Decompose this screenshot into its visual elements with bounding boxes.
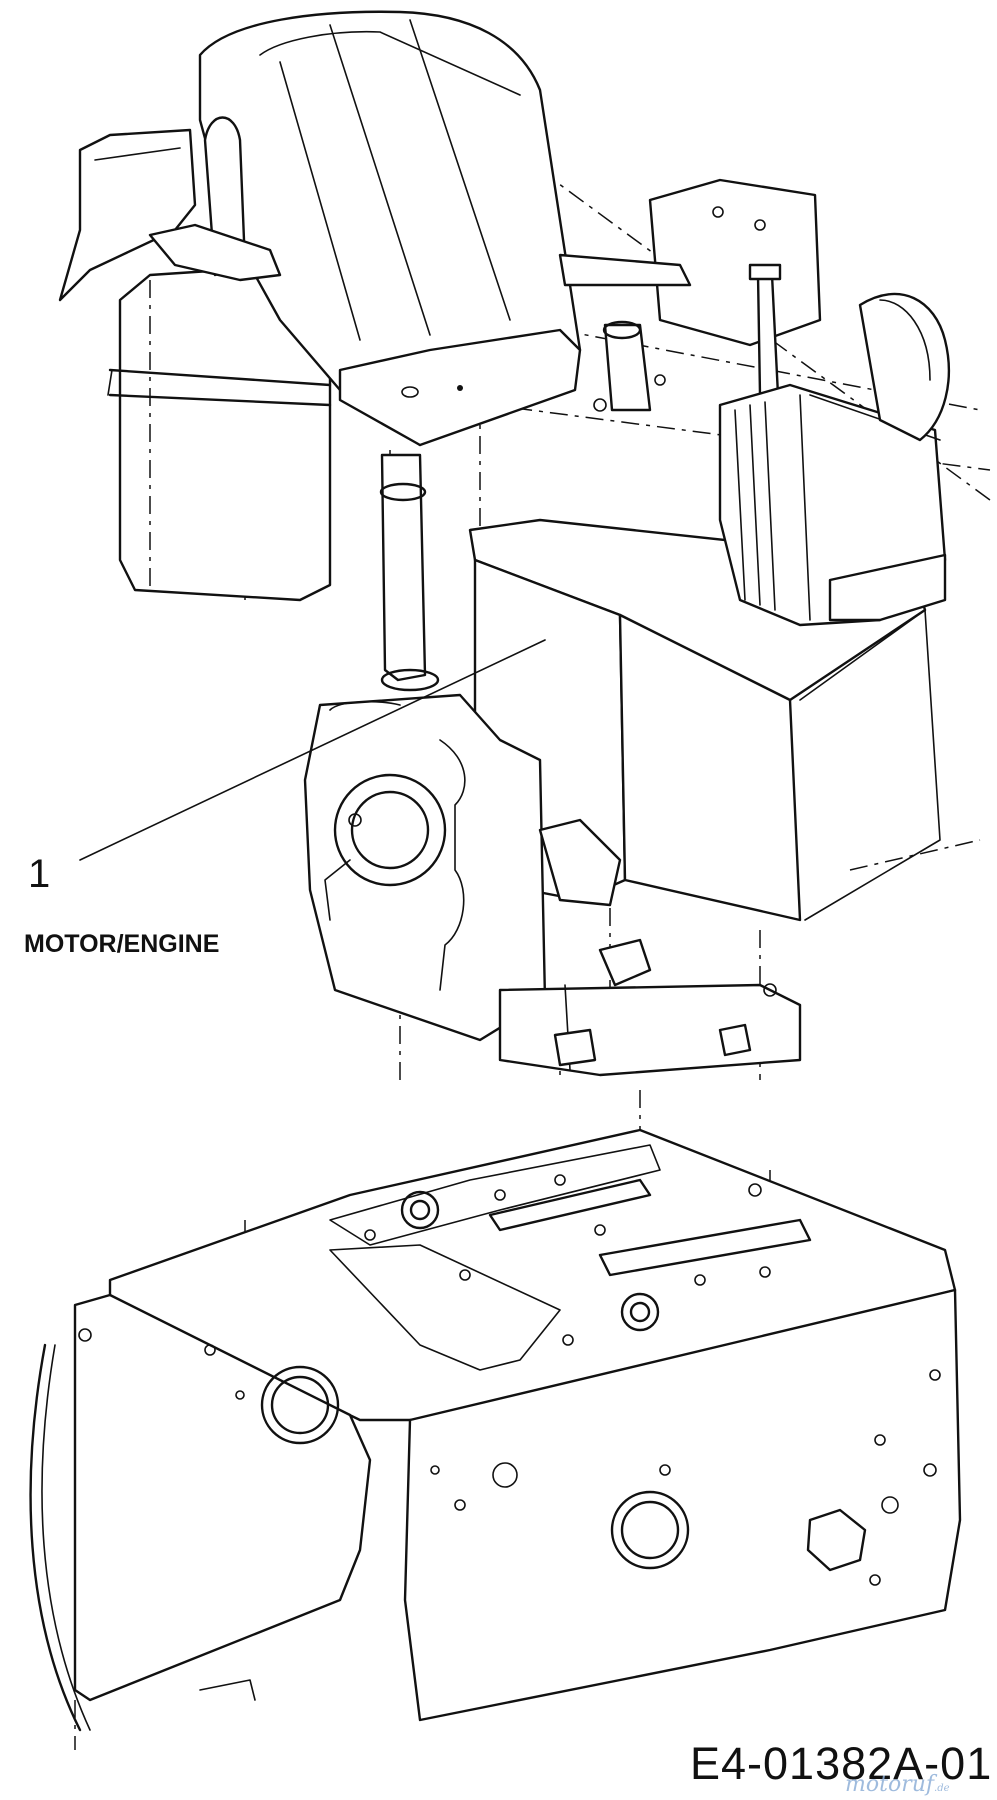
watermark-suffix: .de [934,1783,950,1794]
frame-assembly [29,1090,962,1750]
engine-block [468,178,951,922]
callout-1-leader [79,639,546,861]
frame-right-panel [403,1288,962,1722]
crankcase [303,693,802,1077]
frame-left-panel [29,1293,372,1732]
dipstick-tube [379,453,440,692]
watermark-text: motoruf [845,1772,935,1797]
watermark: motoruf.de [845,1772,950,1797]
engine-mounting-plate [108,1128,957,1422]
callout-number-1: 1 [28,852,51,896]
drawing-code: E4-01382A-01 [690,1738,993,1789]
callout-label-motor-engine: MOTOR/ENGINE [24,930,220,958]
engine-shroud [198,10,582,447]
fuel-tank [107,263,332,602]
exhaust-guard [58,128,282,302]
engine-assembly [58,10,991,1080]
